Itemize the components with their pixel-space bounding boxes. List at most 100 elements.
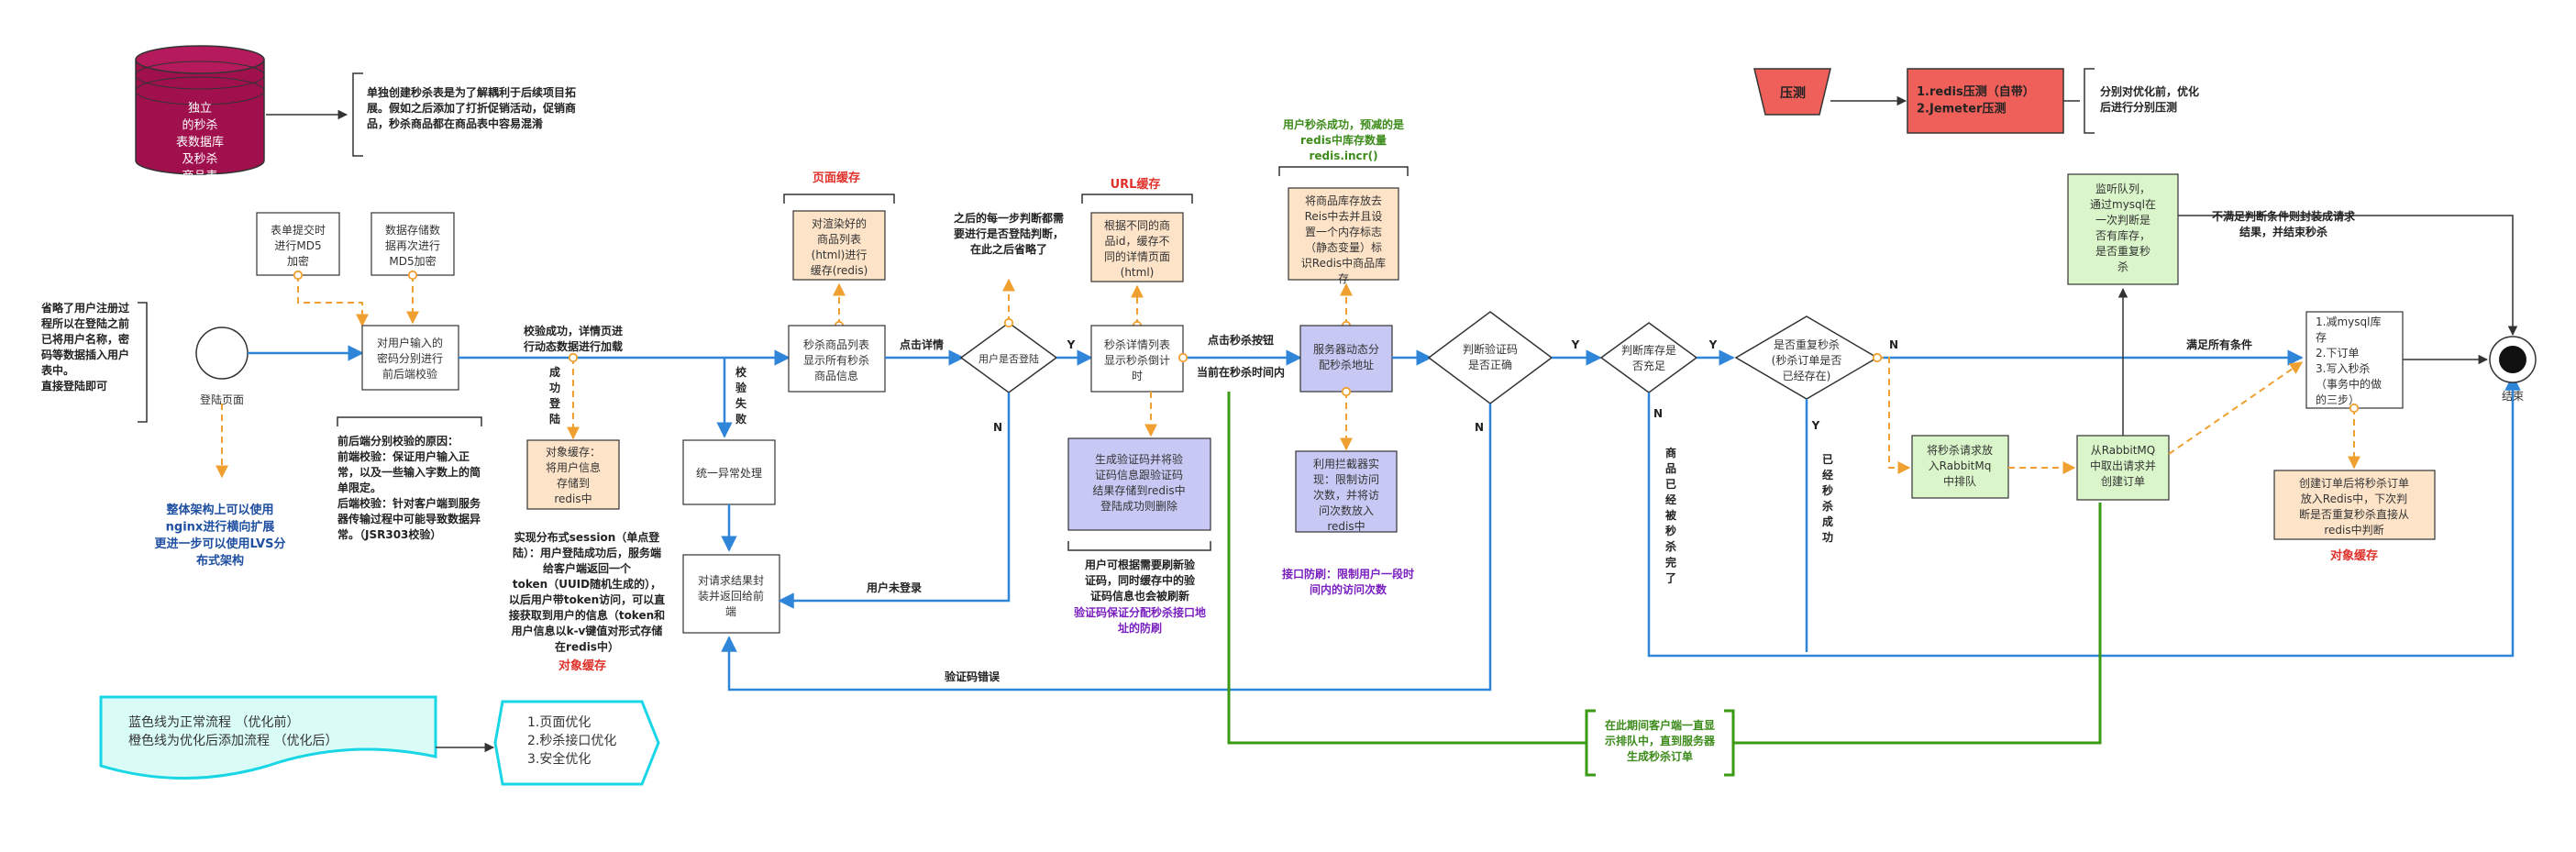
left-note-line: 已将用户名称，密 [41, 332, 129, 346]
sold-out-label-line: 商 [1665, 446, 1676, 459]
not-meet-label: 不满足判断条件则封装成请求结果，并结束秒杀 [2212, 209, 2356, 238]
stress-items-line: 2.Jemeter压测 [1917, 101, 2006, 116]
goods-list-text: 秒杀商品列表显示所有秒杀商品信息 [803, 337, 869, 382]
login-vertical: 成功登陆 [548, 365, 561, 426]
check-stock-text: 判断库存是否充足 [1621, 343, 1676, 372]
sold-out-label-line: 了 [1665, 571, 1676, 584]
check-stock-text-line: 否充足 [1632, 359, 1665, 372]
page-cache-text-line: (html)进行 [812, 249, 868, 261]
flow-stock-no [1647, 374, 2521, 658]
mq-listen-box [2067, 173, 2179, 285]
dequeue-text-line: 中取出请求并 [2090, 459, 2156, 472]
captcha-purple: 验证码保证分配秒杀接口地址的防刷 [1074, 605, 1206, 635]
redis-top-note-line: redis中库存数量 [1300, 133, 1387, 147]
db-note-line: 单独创建秒杀表是为了解耦利于后续项目拓 [367, 85, 576, 99]
validate-text-line: 前后端校验 [382, 367, 437, 381]
goods-list-text-line: 秒杀商品列表 [803, 337, 869, 351]
validate-note-line: 前端校验：保证用户输入正 [337, 449, 470, 463]
redis-preload-text-line: 将商品库存放去 [1305, 194, 1382, 207]
judge-note: 之后的每一步判断都需要进行是否登陆判断， 在此之后省略了 [954, 211, 1064, 256]
md5-db-text-line: 数据存储数 [385, 223, 440, 237]
end-node-core [2499, 346, 2526, 373]
arch-note-line: 整体架构上可以使用 [165, 503, 273, 517]
captcha-note-line: 证码，同时缓存中的验 [1085, 573, 1196, 587]
not-meet-label-line: 不满足判断条件则封装成请求 [2212, 209, 2356, 223]
stress-note-bracket [2084, 68, 2095, 134]
optim-list-text-line: 1.页面优化 [527, 715, 591, 730]
detail-to-captcha [1151, 358, 1183, 436]
judge-note-line: 要进行是否登陆判断， [954, 227, 1064, 240]
login-vertical-line: 陆 [549, 412, 560, 426]
order-cache-text-line: 放入Redis中，下次判 [2301, 492, 2407, 505]
verify-fail-label-line: 败 [735, 412, 746, 426]
sold-out-label-line: 被 [1665, 508, 1677, 522]
order-cache-text-line: 断是否重复秒杀直接从 [2299, 507, 2409, 521]
already-done-label-line: 杀 [1822, 499, 1833, 513]
url-cache-text: 根据不同的商品id，缓存不同的详情页面(html) [1104, 218, 1170, 279]
md5-db-box [370, 212, 455, 276]
exception-text: 统一异常处理 [696, 467, 762, 480]
user-cache-text-line: redis中 [554, 492, 591, 505]
not-login-label: 用户未登录 [866, 581, 922, 594]
final-steps-text-line: 3.写入秒杀 [2316, 361, 2370, 375]
captcha-note-line: 用户可根据需要刷新验 [1084, 558, 1196, 571]
dequeue-box [2076, 435, 2170, 501]
captcha-text-line: 证码信息跟验证码 [1095, 468, 1183, 481]
enqueue-box [1911, 435, 2009, 499]
check-captcha-text-line: 是否正确 [1468, 359, 1512, 371]
check-captcha-diamond [1427, 311, 1553, 404]
final-steps-text-line: 1.减mysql库 [2316, 315, 2381, 328]
final-steps-text-line: 存 [2316, 331, 2327, 344]
object-cache-1: 对象缓存 [558, 658, 606, 673]
already-done-label: 已经秒杀成功 [1822, 453, 1833, 544]
mq-listen-text-line: 通过mysql在 [2090, 198, 2156, 211]
not-meet-label-line: 结果，并结束秒杀 [2239, 225, 2327, 238]
session-note-line: 陆）：用户登陆成功后，服务端 [513, 546, 661, 559]
validate-note-bracket [337, 416, 482, 426]
validate-note: 前后端分别校验的原因：前端校验：保证用户输入正常，以及一些输入字数上的简单限定。… [337, 434, 481, 541]
already-done-label-line: 已 [1822, 453, 1833, 466]
left-note-line: 程所以在登陆之前 [41, 316, 129, 330]
page-cache-text: 对渲染好的商品列表(html)进行缓存(redis) [811, 216, 868, 277]
left-note-line: 码等数据插入用户 [41, 348, 129, 361]
stress-items-line: 1.redis压测（自带） [1917, 84, 2035, 99]
verify-fail-label-line: 校 [735, 365, 747, 379]
dynamic-addr-text-line: 服务器动态分 [1313, 342, 1379, 356]
start-label: 登陆页面 [200, 393, 244, 406]
rate-limit-box [1295, 450, 1398, 533]
stress-note-line: 后进行分别压测 [2100, 100, 2177, 114]
rate-limit-text-line: 现：限制访问 [1313, 473, 1379, 486]
stress-items-box [1907, 68, 2064, 134]
check-repeat-text-line: (秒杀订单是否 [1772, 353, 1842, 367]
url-cache-text-line: 品id，缓存不 [1105, 235, 1170, 248]
left-note: 省略了用户注册过程所以在登陆之前已将用户名称，密码等数据插入用户表中。直接登陆即… [40, 301, 129, 393]
judge-note-line: 之后的每一步判断都需 [954, 211, 1064, 225]
judge-note-line: 在此之后省略了 [970, 242, 1047, 256]
verify-error-label: 验证码错误 [945, 669, 1001, 683]
green-note-line: 在此期间客户端一直显 [1605, 718, 1715, 732]
check-stock-diamond [1599, 322, 1698, 393]
enqueue-text-line: 中排队 [1943, 474, 1976, 488]
green-bracket-left [1585, 709, 1596, 777]
database-cylinder: 独立的秒杀表数据库及秒杀商品表 [135, 45, 265, 183]
sold-out-label-line: 经 [1665, 492, 1676, 506]
db-text: 独立的秒杀表数据库及秒杀商品表 [176, 102, 224, 183]
legend-box [99, 695, 437, 780]
session-note-line: token（UUID随机生成的）， [513, 577, 661, 591]
exception-box [682, 439, 776, 505]
captcha-purple-line: 址的防刷 [1118, 621, 1162, 635]
redis-preload-box [1288, 187, 1399, 281]
check-captcha-text: 判断验证码是否正确 [1463, 342, 1518, 371]
legend-text-line: 橙色线为优化后添加流程 （优化后） [128, 733, 337, 748]
validate-note-line: 单限定。 [337, 481, 381, 494]
captcha-text-line: 结果存储到redis中 [1092, 483, 1185, 497]
md5-form-text-line: 进行MD5 [274, 239, 321, 252]
order-cache-text-line: redis中判断 [2324, 523, 2383, 537]
redis-top-note-line: redis.incr() [1309, 149, 1377, 162]
captcha-text-line: 生成验证码并将验 [1095, 452, 1183, 466]
